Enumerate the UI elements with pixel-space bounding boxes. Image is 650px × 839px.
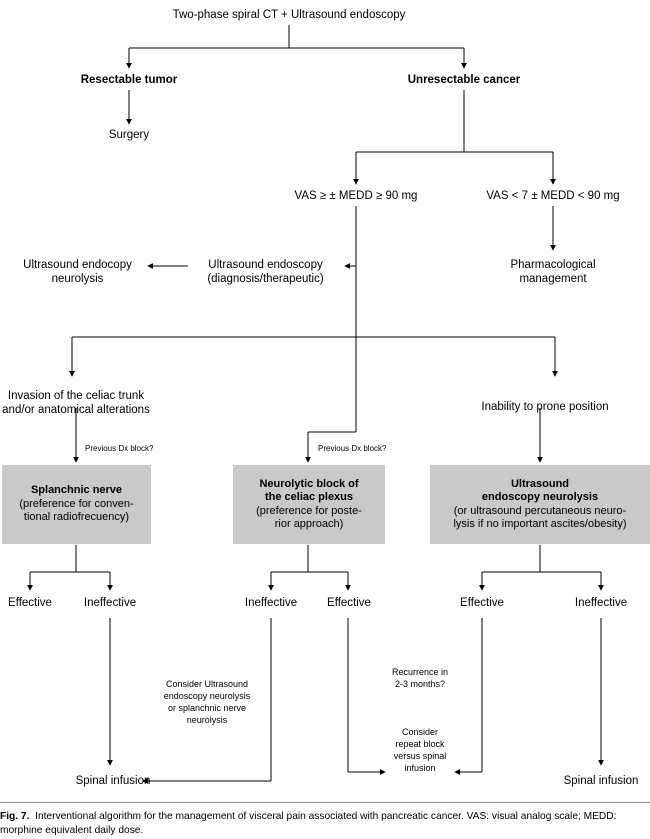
box-usneuro-title1: Ultrasound [510, 477, 570, 490]
annotation-repeat-block-line1: Consider [401, 727, 439, 737]
node-resectable-tumor-label: Resectable tumor [80, 74, 178, 86]
node-pharmacological-management: Pharmacological management [473, 258, 633, 287]
node-us-endocopy-neuro-line2: neurolysis [51, 273, 104, 286]
outcome-mid-ineffective: Ineffective [228, 596, 314, 610]
node-surgery-label: Surgery [108, 129, 150, 141]
annotation-consider-us-line2: endoscopy neurolysis [163, 690, 251, 701]
terminal-spinal-infusion-left-label: Spinal infusion [75, 775, 151, 787]
edge-label-previous-dx-left-text: Previous Dx block? [85, 444, 154, 453]
figure-caption-text: Interventional algorithm for the managem… [0, 811, 617, 837]
node-pharm-line1: Pharmacological [510, 259, 596, 271]
terminal-spinal-infusion-right-label: Spinal infusion [563, 775, 639, 787]
node-inability-label: Inability to prone position [481, 401, 609, 413]
node-unresectable-cancer: Unresectable cancer [379, 73, 549, 87]
terminal-spinal-infusion-left: Spinal infusion [63, 774, 163, 788]
figure-caption: Fig. 7. Interventional algorithm for the… [0, 810, 650, 838]
outcome-mid-effective: Effective [310, 596, 388, 610]
annotation-repeat-block-line3: versus spinal [393, 750, 447, 761]
node-invasion-line2: and/or anatomical alterations [2, 404, 150, 417]
edge-label-previous-dx-mid-text: Previous Dx block? [318, 444, 387, 453]
annotation-recurrence-line2: 2-3 months? [394, 678, 446, 689]
outcome-right-effective: Effective [443, 596, 521, 610]
box-neurolytic-title2: the celiac plexus [264, 491, 354, 504]
node-pharm-line2: management [519, 273, 587, 286]
outcome-right-effective-label: Effective [460, 597, 504, 609]
box-usneuro-sub2: lysis if no important ascites/obesity) [453, 517, 627, 530]
box-neurolytic-sub1: (preference for poste- [256, 504, 362, 517]
node-vas-low: VAS < 7 ± MEDD < 90 mg [463, 189, 643, 203]
box-neurolytic-title1: Neurolytic block of [259, 477, 359, 490]
annotation-recurrence: Recurrence in 2-3 months? [374, 667, 466, 691]
edge-label-previous-dx-left: Previous Dx block? [85, 444, 185, 454]
caption-divider [0, 802, 650, 803]
figure-caption-label: Fig. 7. [0, 811, 30, 822]
node-invasion-line1: Invasion of the celiac trunk [7, 390, 145, 402]
outcome-left-effective: Effective [0, 596, 70, 610]
box-ultrasound-endoscopy-neurolysis: Ultrasound endoscopy neurolysis (or ultr… [430, 465, 650, 544]
node-vas-high: VAS ≥ ± MEDD ≥ 90 mg [266, 189, 446, 203]
outcome-right-ineffective-label: Ineffective [574, 597, 628, 609]
annotation-repeat-block-line4: infusion [404, 762, 436, 773]
box-usneuro-sub1: (or ultrasound percutaneous neuro- [453, 504, 627, 517]
box-splanchnic-nerve-sub1: (preference for conven- [19, 497, 134, 510]
annotation-repeat-block-line2: repeat block [395, 738, 445, 749]
box-neurolytic-celiac-plexus: Neurolytic block of the celiac plexus (p… [233, 465, 385, 544]
box-splanchnic-nerve-title: Splanchnic nerve [30, 484, 123, 497]
annotation-consider-us-line1: Consider Ultrasound [165, 679, 249, 689]
annotation-recurrence-line1: Recurrence in [391, 667, 449, 677]
outcome-mid-effective-label: Effective [327, 597, 371, 609]
outcome-left-effective-label: Effective [8, 597, 52, 609]
node-vas-low-label: VAS < 7 ± MEDD < 90 mg [486, 190, 620, 202]
annotation-consider-ultrasound: Consider Ultrasound endoscopy neurolysis… [145, 679, 269, 727]
outcome-right-ineffective: Ineffective [558, 596, 644, 610]
node-us-endoscopy-line2: (diagnosis/therapeutic) [207, 273, 324, 286]
node-ultrasound-endoscopy-diagnostic: Ultrasound endoscopy (diagnosis/therapeu… [188, 258, 343, 287]
node-vas-high-label: VAS ≥ ± MEDD ≥ 90 mg [294, 190, 418, 202]
box-splanchnic-nerve: Splanchnic nerve (preference for conven-… [2, 465, 151, 544]
node-us-endoscopy-line1: Ultrasound endoscopy [208, 259, 323, 271]
box-neurolytic-sub2: rior approach) [274, 517, 344, 530]
outcome-left-ineffective: Ineffective [67, 596, 153, 610]
annotation-repeat-block: Consider repeat block versus spinal infu… [378, 727, 462, 775]
node-ultrasound-endocopy-neurolysis: Ultrasound endocopy neurolysis [5, 258, 150, 287]
node-root-label: Two-phase spiral CT + Ultrasound endosco… [172, 9, 406, 21]
node-unresectable-cancer-label: Unresectable cancer [407, 74, 521, 86]
outcome-mid-ineffective-label: Ineffective [244, 597, 298, 609]
terminal-spinal-infusion-right: Spinal infusion [551, 774, 650, 788]
annotation-consider-us-line4: neurolysis [186, 714, 228, 725]
node-inability-prone-position: Inability to prone position [455, 400, 635, 414]
node-root: Two-phase spiral CT + Ultrasound endosco… [109, 8, 469, 22]
node-surgery: Surgery [69, 128, 189, 142]
box-usneuro-title2: endoscopy neurolysis [481, 491, 599, 504]
box-splanchnic-nerve-sub2: tional radiofrecuency) [23, 511, 130, 524]
node-resectable-tumor: Resectable tumor [44, 73, 214, 87]
annotation-consider-us-line3: or splanchnic nerve [167, 702, 247, 713]
outcome-left-ineffective-label: Ineffective [83, 597, 137, 609]
node-us-endocopy-neuro-line1: Ultrasound endocopy [23, 259, 132, 271]
edge-label-previous-dx-mid: Previous Dx block? [318, 444, 418, 454]
node-invasion-celiac-trunk: Invasion of the celiac trunk and/or anat… [0, 389, 166, 418]
